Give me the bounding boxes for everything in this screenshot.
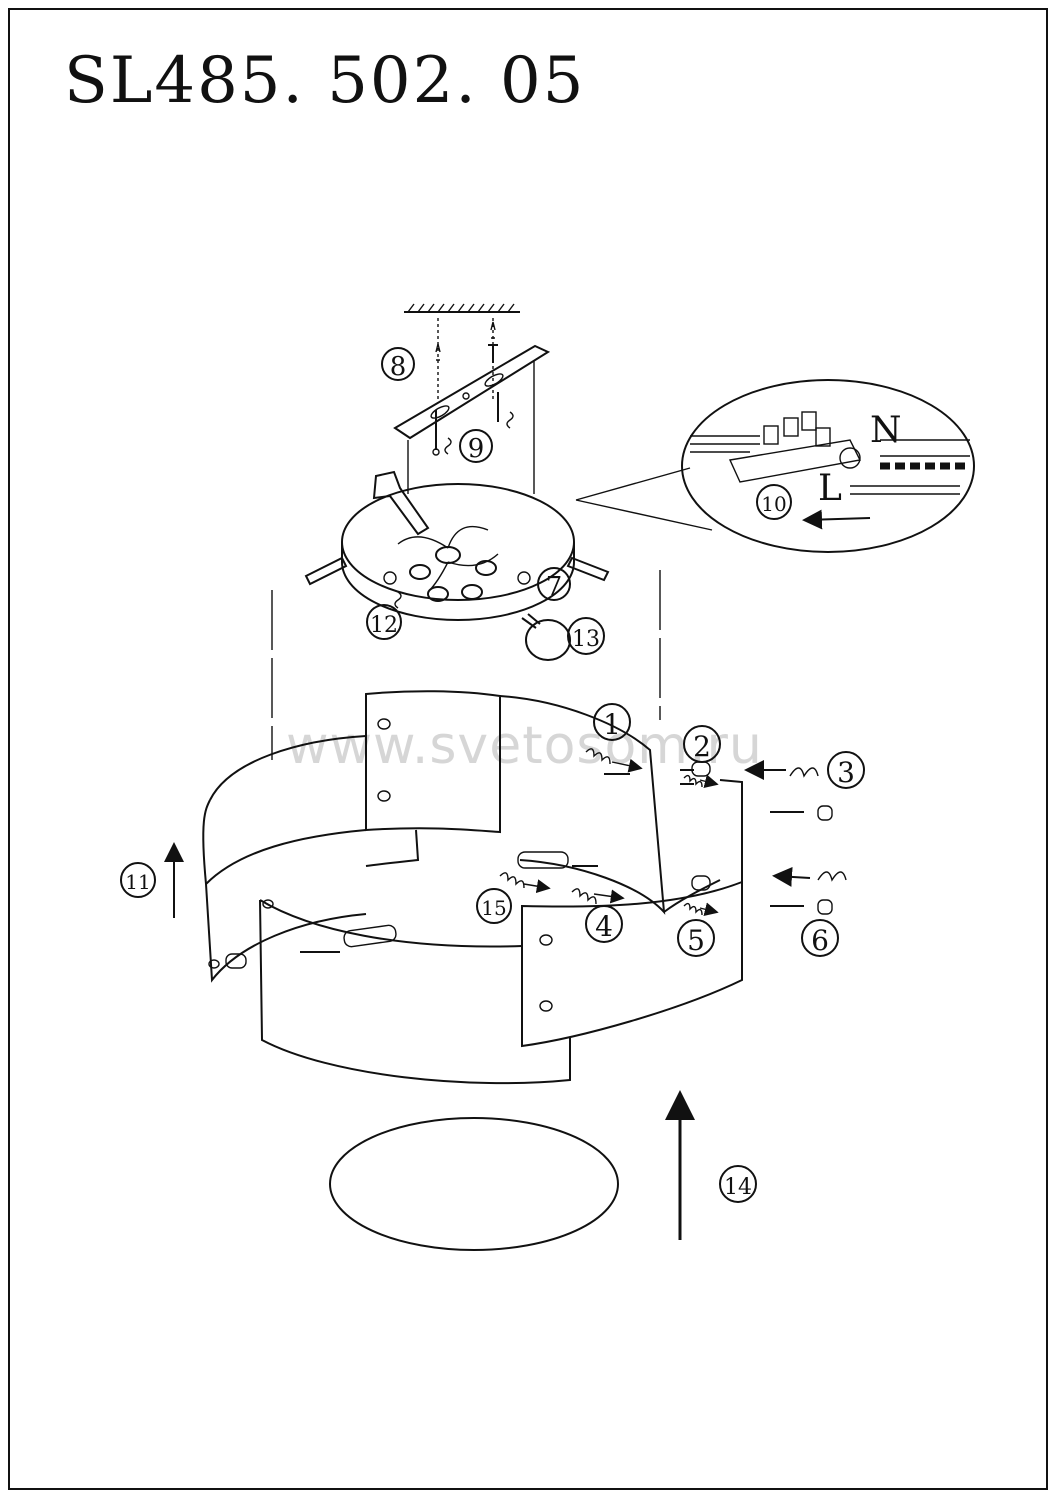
callout-7: 7 [537, 567, 571, 602]
svg-text:10: 10 [761, 492, 786, 516]
svg-text:15: 15 [481, 896, 506, 920]
wiring-detail: N L 10 [575, 379, 975, 553]
callout-14: 14 [665, 1090, 757, 1240]
svg-text:14: 14 [724, 1175, 752, 1200]
glass-diffuser [329, 1117, 619, 1251]
svg-text:5: 5 [687, 924, 705, 957]
callout-8: 8 [381, 347, 415, 382]
svg-text:12: 12 [370, 613, 398, 638]
callout-4: 4 [585, 905, 623, 943]
svg-text:L: L [818, 468, 842, 509]
svg-text:13: 13 [572, 627, 600, 652]
callout-6: 6 [801, 919, 839, 957]
callout-2: 2 [683, 725, 721, 763]
svg-text:6: 6 [811, 924, 829, 957]
ceiling-hatch [404, 303, 520, 313]
right-bracket [566, 556, 610, 582]
callout-12: 12 [366, 591, 402, 640]
callout-3: 3 [827, 751, 865, 789]
drawing-sheet [8, 8, 1048, 1490]
svg-text:11: 11 [125, 870, 150, 894]
svg-text:1: 1 [603, 708, 621, 741]
lamp-sockets [397, 525, 499, 602]
svg-text:N: N [870, 410, 902, 451]
canopy-base [341, 470, 575, 621]
svg-text:7: 7 [546, 572, 563, 602]
lamp-bulb: 13 [521, 613, 605, 661]
svg-text:9: 9 [468, 434, 485, 464]
model-number-title: SL485. 502. 05 [64, 44, 586, 118]
callout-9: 9 [459, 429, 493, 464]
mounting-bracket [393, 344, 551, 456]
callout-15: 15 [476, 888, 512, 924]
svg-text:4: 4 [595, 910, 613, 943]
fasteners [225, 748, 847, 969]
left-bracket [304, 556, 348, 586]
svg-text:2: 2 [693, 730, 711, 763]
callout-5: 5 [677, 919, 715, 957]
callout-11: 11 [120, 842, 184, 918]
svg-text:8: 8 [390, 352, 407, 382]
ceiling-screws [435, 318, 498, 400]
callout-1: 1 [593, 703, 631, 741]
shade-panels [202, 690, 743, 1085]
svg-text:3: 3 [837, 756, 855, 789]
